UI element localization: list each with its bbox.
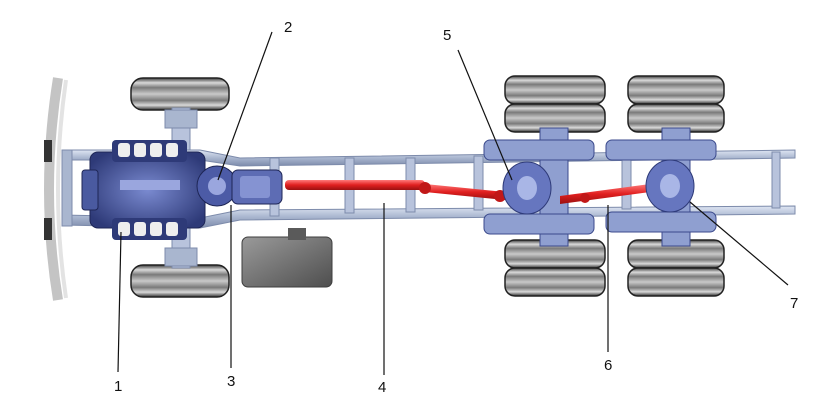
callout-label-1: 1 [114,378,122,395]
callout-label-6: 6 [604,357,612,374]
callout-label-2: 2 [284,19,292,36]
inter-axle-shaft [560,184,650,204]
leader-line-7 [689,201,789,286]
leader-line-2 [217,31,273,181]
cab-bumper [44,77,68,301]
front-wheel-bottom [130,264,230,298]
engine [81,140,206,240]
rear-wheels-first-axle [504,75,606,297]
leader-line-1 [117,231,122,373]
second-rear-differential [645,159,695,213]
callout-label-3: 3 [227,373,235,390]
front-wheel-top [130,77,230,111]
callout-label-5: 5 [443,27,451,44]
first-rear-differential [502,161,552,215]
clutch-housing [196,165,238,207]
gearbox [231,169,283,205]
leader-lines [117,31,789,375]
callout-label-7: 7 [790,295,798,312]
leader-line-5 [457,49,513,181]
fuel-tank [241,228,333,288]
rear-wheels-second-axle [627,75,725,297]
callout-label-4: 4 [378,379,386,396]
drive-shaft [285,180,506,202]
callout-labels: 1 2 3 4 5 6 7 [114,19,798,396]
